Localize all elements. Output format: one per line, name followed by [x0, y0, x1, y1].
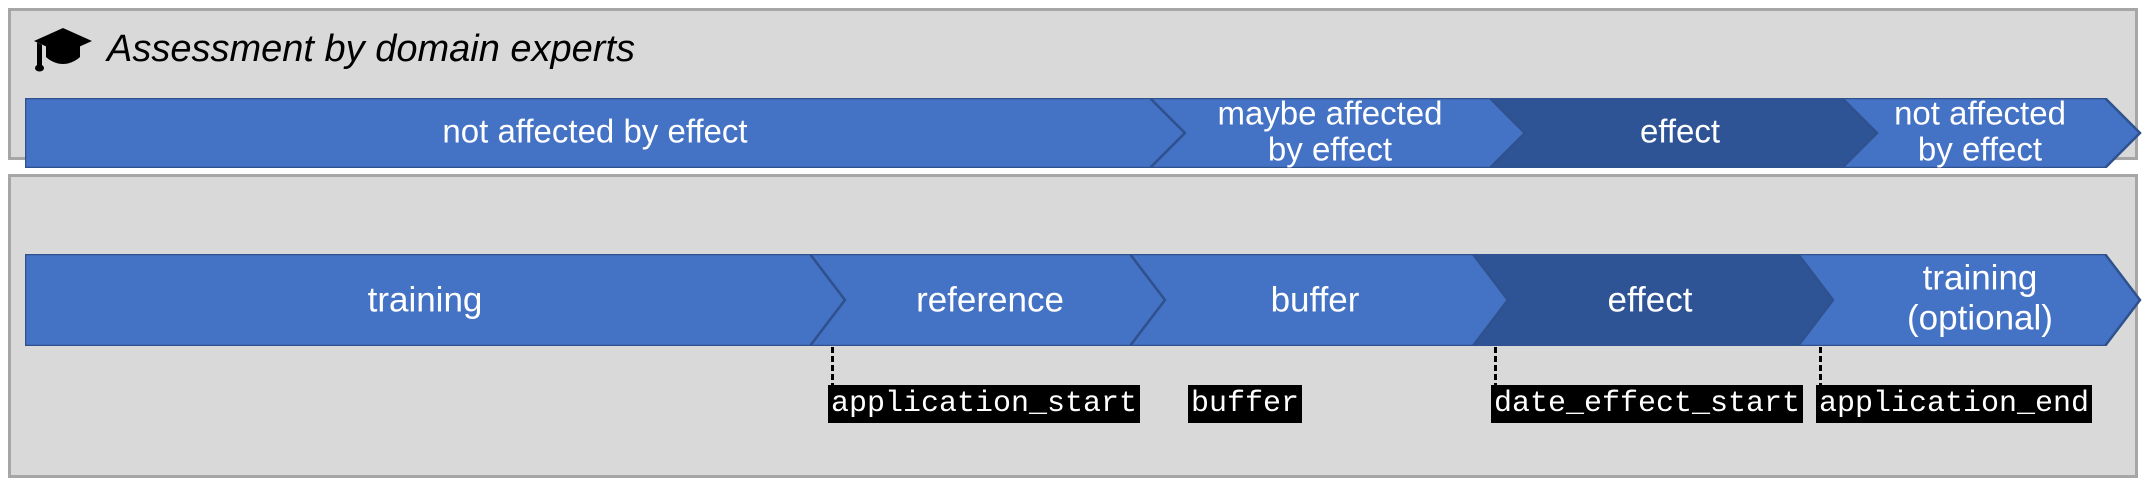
chevron-segment-label-line2: by effect: [1918, 131, 2042, 168]
chevron-segment-label-line1: training: [1923, 258, 2038, 297]
panel-assessment-by-domain-experts: Assessment by domain experts not affecte…: [8, 8, 2142, 170]
graduation-cap-icon: [33, 26, 93, 72]
tick-date-effect-start: [1494, 347, 1497, 389]
chevron-segment-effect[interactable]: effect: [1470, 252, 1835, 348]
chevron-segment-label: not affected by effect: [442, 113, 747, 150]
chevron-segment-label-line2: by effect: [1268, 131, 1392, 168]
chevron-segment-not-affected-1[interactable]: not affected by effect: [23, 96, 1187, 170]
chevron-segment-buffer[interactable]: buffer: [1127, 252, 1510, 348]
chevron-segment-training[interactable]: training: [23, 252, 847, 348]
chevron-segment-label: effect: [1608, 280, 1693, 319]
chevron-segment-label: reference: [916, 280, 1064, 319]
caption-assessment-text: Assessment by domain experts: [107, 28, 636, 70]
chevron-segment-label-line1: not affected: [1894, 98, 2066, 132]
chevron-segment-maybe-affected[interactable]: maybe affected by effect: [1146, 95, 1527, 170]
chevron-segment-effect[interactable]: effect: [1486, 96, 1879, 170]
panel-data-science-intervals: training reference buffer effect: [8, 174, 2142, 478]
tick-application-start: [831, 347, 834, 389]
chevron-segment-label-line2: (optional): [1907, 298, 2053, 337]
chevron-segment-label: effect: [1640, 113, 1720, 150]
chevron-segment-label: buffer: [1271, 280, 1360, 319]
boundary-label-date-effect-start[interactable]: date_effect_start: [1491, 385, 1804, 424]
boundary-label-buffer[interactable]: buffer: [1188, 385, 1303, 424]
chevron-bar-assessment: not affected by effect maybe affected by…: [23, 95, 2143, 170]
boundary-label-application-start[interactable]: application_start: [828, 385, 1141, 424]
chevron-segment-reference[interactable]: reference: [807, 252, 1167, 348]
chevron-segment-label: training: [368, 280, 483, 319]
chevron-segment-label-line1: maybe affected: [1217, 98, 1442, 132]
chevron-segment-not-affected-2[interactable]: not affected by effect: [1838, 95, 2142, 170]
chevron-segment-training-optional[interactable]: training (optional): [1795, 252, 2142, 348]
boundary-label-application-end[interactable]: application_end: [1816, 385, 2093, 424]
tick-application-end: [1819, 347, 1822, 389]
chevron-bar-data-science: training reference buffer effect: [23, 252, 2143, 348]
caption-assessment: Assessment by domain experts: [33, 21, 635, 77]
